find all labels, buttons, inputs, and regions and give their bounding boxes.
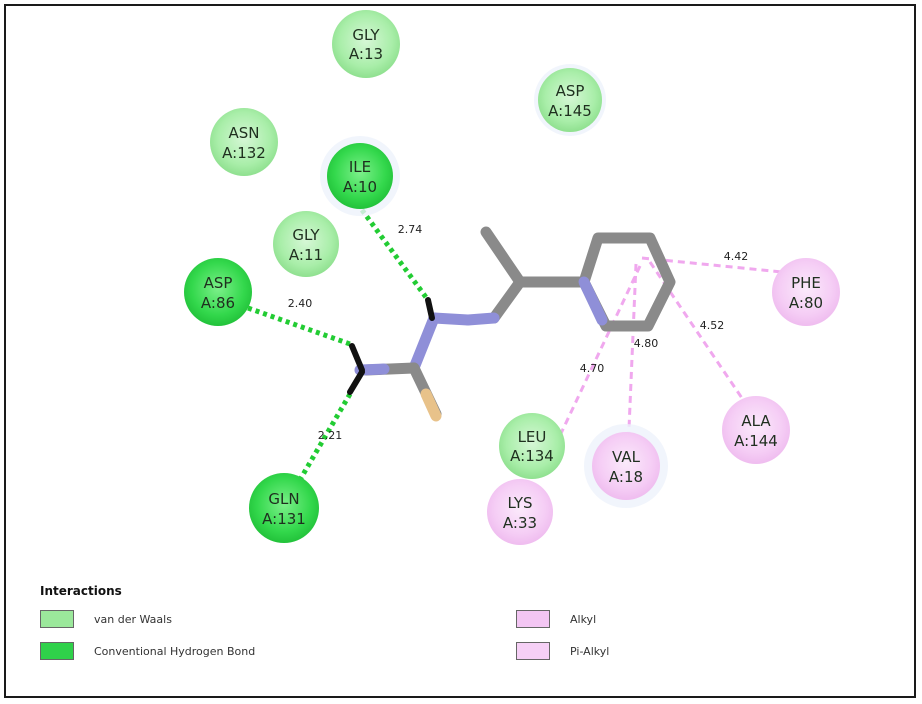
legend-label: Alkyl: [570, 612, 597, 626]
distance-label: 4.52: [700, 319, 725, 332]
distance-label: 4.42: [724, 250, 749, 263]
distance-label: 2.21: [318, 429, 343, 442]
residue-name: LEU: [518, 428, 547, 446]
residue-ala144: ALA A:144: [722, 396, 790, 464]
ligand-hydrogen: [347, 369, 365, 395]
frame-border: [4, 4, 916, 698]
residue-id: A:11: [289, 246, 323, 264]
residue-name: GLY: [352, 26, 380, 44]
ligand-bond: [488, 276, 526, 324]
residue-name: VAL: [612, 448, 641, 466]
hbond-line-asp86: [247, 305, 351, 347]
residue-val18: VAL A:18: [584, 424, 668, 508]
residue-name: LYS: [507, 494, 532, 512]
residue-asp145: ASP A:145: [534, 64, 606, 136]
legend-swatch: [516, 642, 550, 660]
residue-gly11: GLY A:11: [273, 211, 339, 277]
legend-swatch: [40, 610, 74, 628]
distance-labels: 2.74 2.40 2.21 4.42 4.52 4.80 4.70: [288, 223, 749, 442]
residue-ile10: ILE A:10: [320, 136, 400, 216]
hbond-line-gln131: [291, 392, 353, 492]
residue-id: A:80: [789, 294, 823, 312]
distance-label: 4.80: [634, 337, 659, 350]
residue-name: ASN: [228, 124, 259, 142]
interactions-legend: Interactions van der Waals Conventional …: [40, 584, 880, 684]
residue-asn132: ASN A:132: [210, 108, 278, 176]
residue-lys33: LYS A:33: [487, 479, 553, 545]
residue-id: A:134: [510, 447, 554, 465]
residue-name: GLN: [268, 490, 299, 508]
residue-id: A:33: [503, 514, 537, 532]
pialkyl-line-leu134: [554, 265, 642, 445]
residue-leu134: LEU A:134: [499, 413, 565, 479]
residue-phe80: PHE A:80: [772, 258, 840, 326]
residue-name: ASP: [204, 274, 233, 292]
ligand-bond: [578, 276, 608, 326]
ligand-bond: [428, 312, 474, 326]
residue-id: A:13: [349, 45, 383, 63]
legend-item-pi-alkyl: Pi-Alkyl: [516, 640, 609, 662]
residue-gly13: GLY A:13: [332, 10, 400, 78]
legend-title: Interactions: [40, 584, 122, 598]
distance-label: 4.70: [580, 362, 605, 375]
ligand-hydrogen: [425, 297, 435, 321]
residue-id: A:18: [609, 468, 643, 486]
legend-label: Pi-Alkyl: [570, 644, 610, 658]
residue-id: A:131: [262, 510, 306, 528]
legend-label: Conventional Hydrogen Bond: [94, 644, 256, 658]
ligand-pyridine-ring: [578, 232, 676, 332]
legend-item-hydrogen-bond: Conventional Hydrogen Bond: [40, 640, 255, 662]
residue-name: PHE: [791, 274, 821, 292]
ligand-bond: [480, 226, 526, 288]
residue-id: A:132: [222, 144, 266, 162]
legend-item-van-der-waals: van der Waals: [40, 608, 172, 630]
residue-name: ALA: [741, 412, 771, 430]
residue-id: A:86: [201, 294, 235, 312]
residue-nodes: GLY A:13 ASP A:145 ASN A:132 ILE A:10: [184, 10, 840, 545]
ligand-bond: [408, 312, 440, 374]
ligand-structure: [347, 226, 676, 422]
residue-id: A:10: [343, 178, 377, 196]
residue-name: GLY: [292, 226, 320, 244]
residue-name: ILE: [349, 158, 371, 176]
distance-label: 2.40: [288, 297, 313, 310]
residue-id: A:144: [734, 432, 778, 450]
hbond-line-ile10: [359, 208, 431, 302]
legend-swatch: [516, 610, 550, 628]
pialkyl-line-val18: [626, 263, 638, 453]
residue-name: ASP: [556, 82, 585, 100]
legend-label: van der Waals: [94, 612, 172, 626]
distance-label: 2.74: [398, 223, 423, 236]
ligand-bond: [420, 388, 442, 422]
residue-gln131: GLN A:131: [249, 473, 319, 543]
legend-swatch: [40, 642, 74, 660]
residue-asp86: ASP A:86: [184, 258, 252, 326]
legend-item-alkyl: Alkyl: [516, 608, 596, 630]
ligand-hydrogen: [349, 343, 365, 373]
residue-id: A:145: [548, 102, 592, 120]
